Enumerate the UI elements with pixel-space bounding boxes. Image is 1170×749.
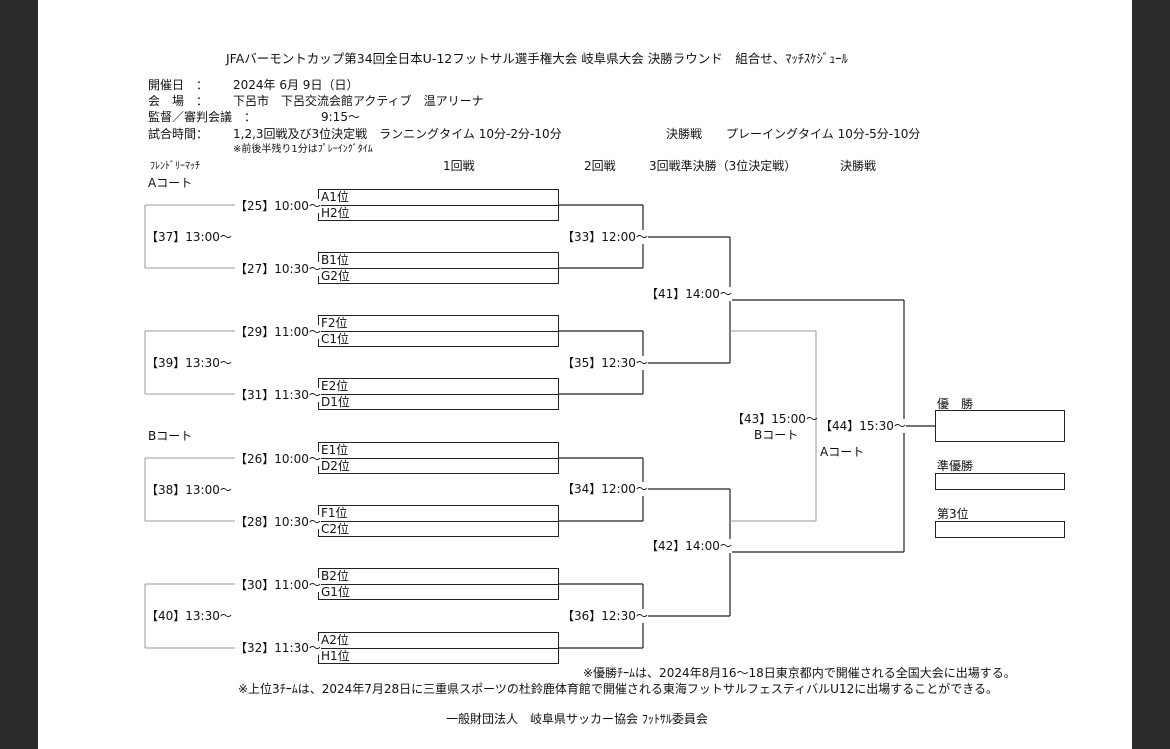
team-slot: C1位 — [321, 332, 350, 346]
time-label: 試合時間： — [148, 127, 209, 141]
time-value-2: 決勝戦 プレーイングタイム 10分-5分-10分 — [666, 127, 921, 141]
venue-label: 会 場 ： — [148, 94, 209, 108]
team-slot: E1位 — [321, 443, 349, 457]
header-round1: 1回戦 — [443, 159, 475, 173]
r1-box-2: B1位 G2位 — [318, 252, 559, 284]
friendly-match-time: 【38】13:00～ — [146, 483, 232, 497]
r1-box-8: A2位 H1位 — [318, 632, 559, 664]
r1-match-time: 【26】10:00～ — [235, 452, 321, 466]
r1-box-6: F1位 C2位 — [318, 505, 559, 537]
winner-label: 優 勝 — [937, 397, 974, 411]
time-note: ※前後半残り1分はﾌﾟﾚｰｲﾝｸﾞﾀｲﾑ — [233, 144, 373, 155]
header-round2: 2回戦 — [584, 159, 616, 173]
team-slot: H2位 — [321, 206, 350, 220]
court-b-label: Bコート — [148, 429, 193, 443]
date-label: 開催日 ： — [148, 78, 209, 92]
r2-match-time: 【36】12:30～ — [562, 609, 648, 623]
r1-match-time: 【25】10:00～ — [235, 199, 321, 213]
team-slot: F2位 — [321, 316, 348, 330]
header-round3: 3回戦準決勝（3位決定戦） — [649, 159, 797, 173]
team-slot: B1位 — [321, 253, 349, 267]
runner-up-label: 準優勝 — [937, 459, 974, 473]
note-1: ※優勝ﾁｰﾑは、2024年8月16～18日東京都内で開催される全国大会に出場する… — [583, 666, 1016, 680]
runner-up-box — [935, 473, 1065, 490]
final-court: Aコート — [820, 445, 865, 459]
footer-organizer: 一般財団法人 岐阜県サッカー協会 ﾌｯﾄｻﾙ委員会 — [446, 712, 708, 726]
team-slot: C2位 — [321, 522, 350, 536]
right-dark-edge — [1132, 0, 1170, 749]
team-slot: B2位 — [321, 569, 349, 583]
third-label: 第3位 — [937, 507, 969, 521]
r3-match-time: 【42】14:00～ — [646, 539, 732, 553]
friendly-match-time: 【37】13:00～ — [146, 230, 232, 244]
r1-box-3: F2位 C1位 — [318, 315, 559, 347]
left-dark-edge — [0, 0, 38, 749]
r1-match-time: 【30】11:00～ — [235, 578, 321, 592]
r1-match-time: 【27】10:30～ — [235, 262, 321, 276]
team-slot: G2位 — [321, 269, 350, 283]
friendly-match-time: 【40】13:30～ — [146, 609, 232, 623]
r2-match-time: 【33】12:00～ — [562, 230, 648, 244]
team-slot: F1位 — [321, 506, 348, 520]
header-friendly: ﾌﾚﾝﾄﾞﾘｰﾏｯﾁ — [150, 161, 200, 172]
date-value: 2024年 6月 9日（日） — [233, 78, 359, 92]
third-box — [935, 521, 1065, 538]
team-slot: D1位 — [321, 395, 350, 409]
final-match-time: 【44】15:30～ — [820, 419, 906, 433]
court-a-label: Aコート — [148, 176, 193, 190]
note-2: ※上位3ﾁｰﾑは、2024年7月28日に三重県スポーツの杜鈴鹿体育館で開催される… — [238, 682, 998, 696]
venue-value: 下呂市 下呂交流会館アクティブ 温アリーナ — [233, 94, 484, 108]
r1-match-time: 【31】11:30～ — [235, 388, 321, 402]
r1-box-1: A1位 H2位 — [318, 189, 559, 221]
meeting-label: 監督／審判会議 ： — [148, 110, 257, 124]
r1-match-time: 【32】11:30～ — [235, 641, 321, 655]
header-final: 決勝戦 — [840, 159, 877, 173]
page-title: JFAバーモントカップ第34回全日本U-12フットサル選手権大会 岐阜県大会 決… — [226, 51, 848, 66]
team-slot: H1位 — [321, 649, 350, 663]
meeting-value: 9:15～ — [321, 110, 360, 124]
team-slot: D2位 — [321, 459, 350, 473]
r3-match-time: 【41】14:00～ — [646, 287, 732, 301]
winner-box — [935, 410, 1065, 442]
r2-match-time: 【35】12:30～ — [562, 356, 648, 370]
bracket-sheet: JFAバーモントカップ第34回全日本U-12フットサル選手権大会 岐阜県大会 決… — [38, 0, 1132, 749]
time-value-1: 1,2,3回戦及び3位決定戦 ランニングタイム 10分-2分-10分 — [233, 127, 562, 141]
r2-match-time: 【34】12:00～ — [562, 482, 648, 496]
r1-match-time: 【29】11:00～ — [235, 325, 321, 339]
team-slot: A1位 — [321, 190, 349, 204]
r1-match-time: 【28】10:30～ — [235, 515, 321, 529]
friendly-match-time: 【39】13:30～ — [146, 356, 232, 370]
r1-box-7: B2位 G1位 — [318, 568, 559, 600]
r1-box-5: E1位 D2位 — [318, 442, 559, 474]
third-place-match-time: 【43】15:00～ — [732, 412, 818, 426]
team-slot: A2位 — [321, 633, 349, 647]
team-slot: E2位 — [321, 379, 349, 393]
r1-box-4: E2位 D1位 — [318, 378, 559, 410]
team-slot: G1位 — [321, 585, 350, 599]
third-place-court: Bコート — [754, 428, 799, 442]
